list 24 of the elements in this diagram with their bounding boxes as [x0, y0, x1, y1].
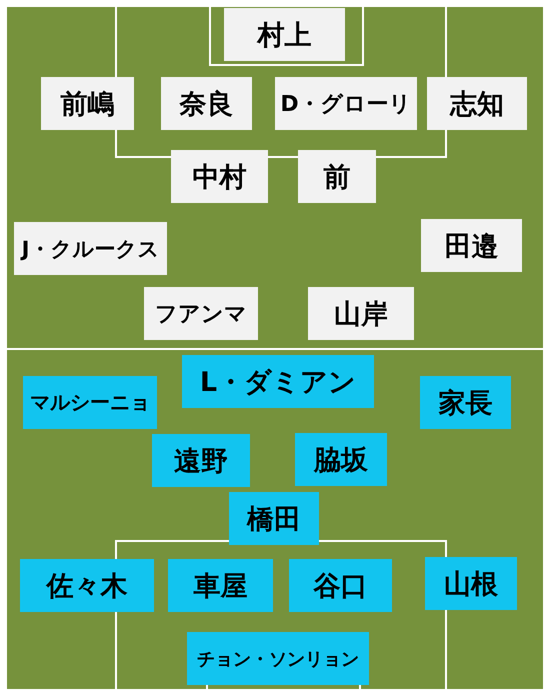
player-box: 橋田: [229, 492, 319, 545]
player-box: チョン・ソンリョン: [187, 632, 369, 685]
player-box: 中村: [171, 150, 268, 203]
player-box: フアンマ: [144, 287, 258, 340]
player-box: 家長: [420, 376, 511, 429]
player-box: 佐々木: [20, 559, 154, 612]
player-box: 村上: [224, 8, 345, 61]
player-box: 前: [298, 150, 376, 203]
football-pitch: [7, 7, 543, 348]
player-box: 谷口: [289, 559, 392, 612]
player-box: 山根: [425, 557, 517, 610]
player-box: L・ダミアン: [182, 355, 374, 408]
player-box: マルシーニョ: [23, 376, 157, 429]
player-box: 志知: [427, 77, 527, 130]
player-box: 前嶋: [41, 77, 134, 130]
player-box: 奈良: [161, 77, 252, 130]
player-box: 脇坂: [295, 433, 387, 486]
player-box: 遠野: [152, 434, 250, 487]
player-box: 山岸: [308, 287, 414, 340]
player-box: D・グローリ: [275, 77, 417, 130]
player-box: J・クルークス: [14, 222, 167, 275]
football-pitch: [7, 350, 543, 689]
player-box: 車屋: [168, 559, 273, 612]
player-box: 田邉: [421, 219, 522, 272]
